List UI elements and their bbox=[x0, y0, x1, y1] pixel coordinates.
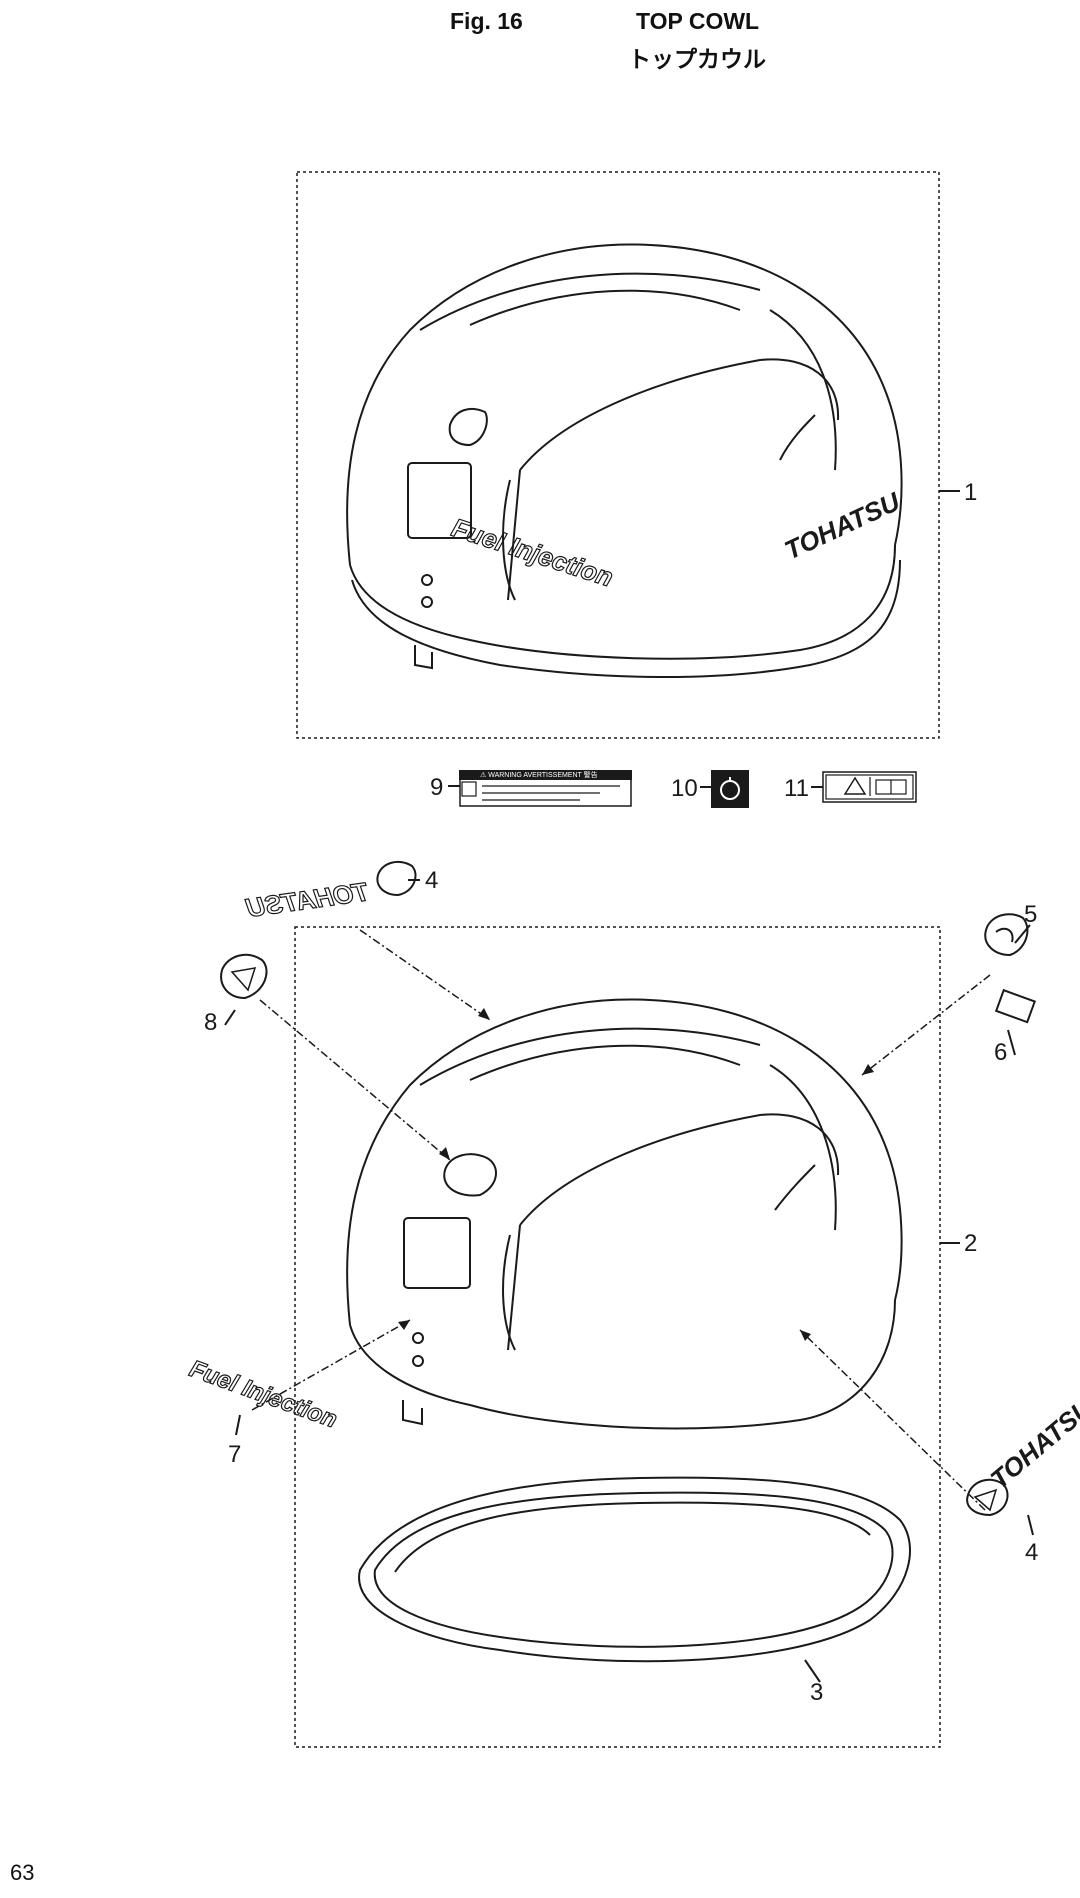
brand-logo-upper: TOHATSU bbox=[780, 486, 905, 566]
caution-label-part-11 bbox=[822, 771, 917, 803]
top-cowl-assembly-drawing bbox=[346, 243, 903, 678]
assembly-arrows bbox=[251, 929, 991, 1511]
fuel-injection-logo-part-7: Fuel Injection bbox=[186, 1355, 341, 1433]
label-part-10 bbox=[711, 770, 749, 808]
seal-ring-drawing-part-3 bbox=[358, 1476, 911, 1663]
figure-number: Fig. 16 bbox=[450, 8, 523, 34]
assembly-box-2 bbox=[294, 926, 941, 1748]
brand-logo-lower: TOHATSU bbox=[985, 1392, 1080, 1495]
brand-logo-mirrored: TOHATSU bbox=[243, 876, 370, 923]
callout-2: 2 bbox=[964, 1230, 977, 1257]
figure-title-japanese: トップカウル bbox=[628, 47, 766, 73]
callout-8: 8 bbox=[204, 1009, 217, 1036]
callout-1: 1 bbox=[964, 479, 977, 506]
assembly-box-1 bbox=[296, 171, 940, 739]
callout-11: 11 bbox=[784, 775, 809, 802]
callout-3: 3 bbox=[810, 1679, 823, 1706]
callout-9: 9 bbox=[430, 774, 443, 801]
callout-6: 6 bbox=[994, 1039, 1007, 1066]
callout-5: 5 bbox=[1024, 901, 1037, 928]
warning-label-header-text: ⚠ WARNING AVERTISSEMENT 警告 bbox=[480, 770, 598, 779]
fuel-injection-logo-upper: Fuel Injection bbox=[448, 512, 617, 592]
callout-4-upper: 4 bbox=[425, 867, 438, 894]
emblem-part-4-lower bbox=[966, 1478, 1009, 1517]
figure-title-english: TOP COWL bbox=[636, 8, 760, 34]
decal-part-6 bbox=[994, 988, 1037, 1024]
emblem-part-4-upper bbox=[376, 860, 417, 897]
emblem-part-8 bbox=[220, 953, 268, 1000]
callout-7: 7 bbox=[228, 1441, 241, 1468]
decal-part-5 bbox=[984, 913, 1029, 957]
callout-10: 10 bbox=[671, 775, 698, 802]
page-number: 63 bbox=[10, 1860, 35, 1885]
callout-4-lower: 4 bbox=[1025, 1539, 1038, 1566]
top-cowl-drawing-part-2 bbox=[346, 998, 903, 1430]
